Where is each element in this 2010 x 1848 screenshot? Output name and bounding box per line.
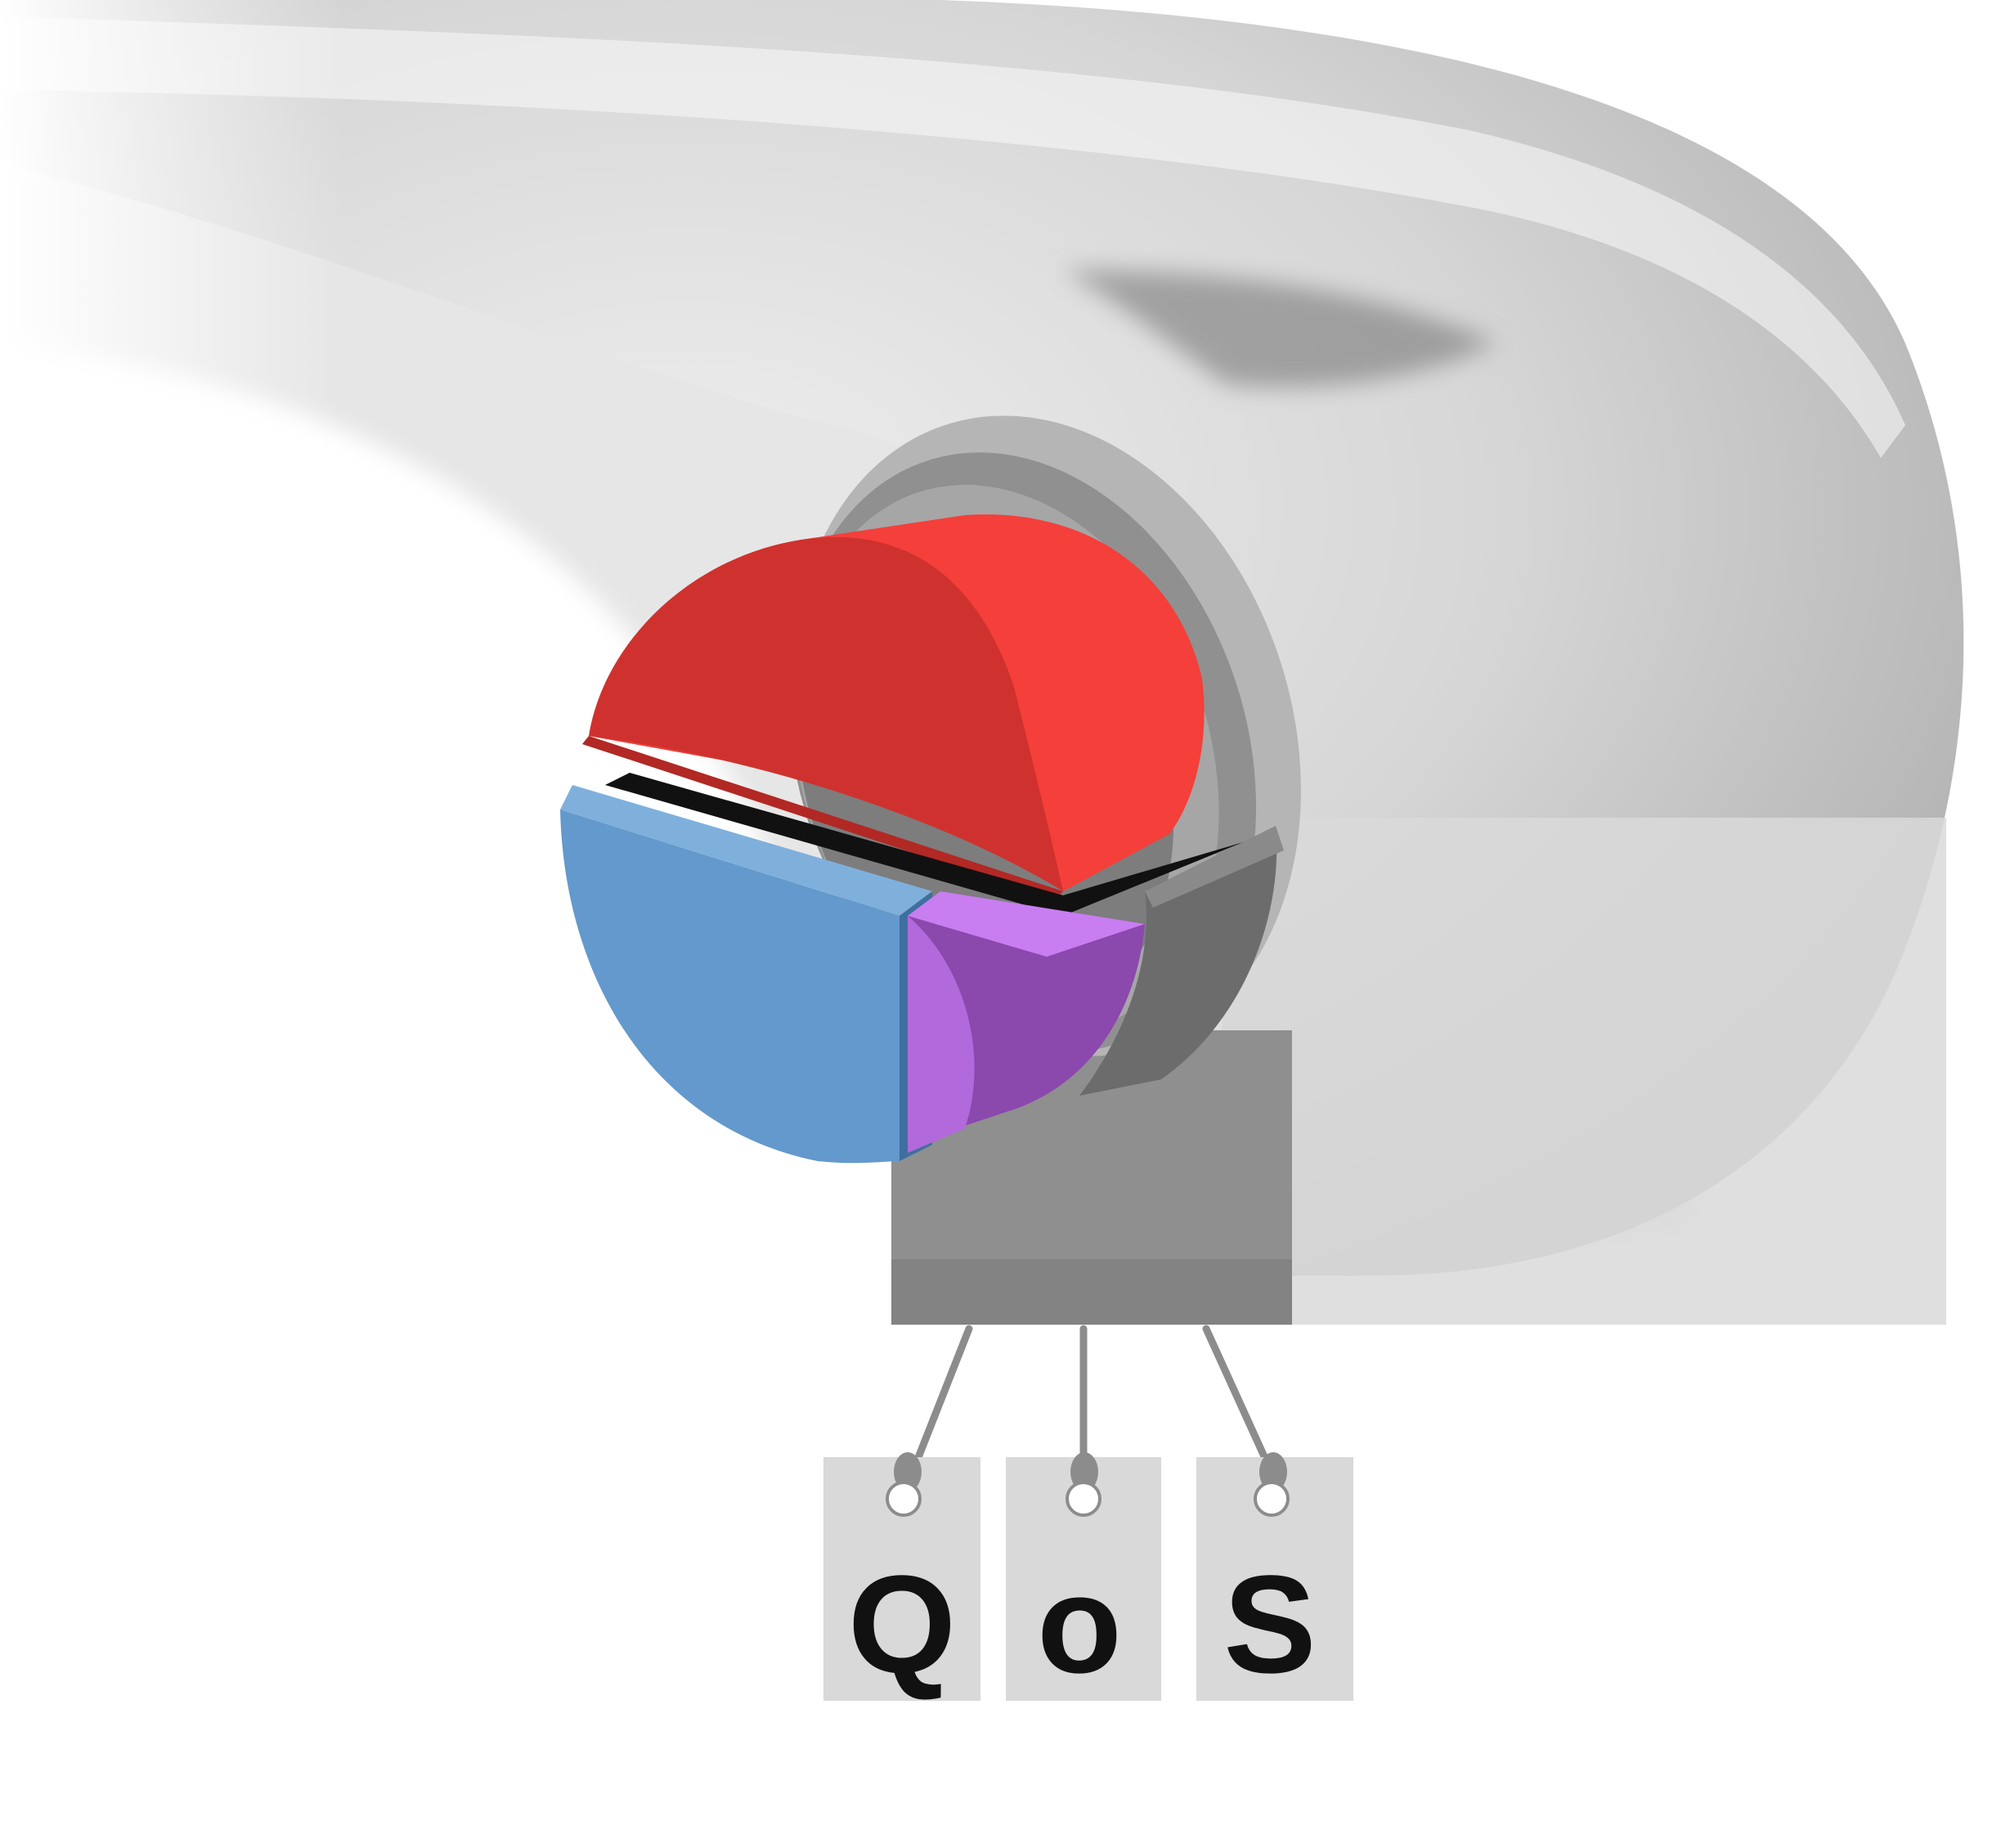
tag-q: Q	[823, 1452, 980, 1702]
tag-s: S	[1196, 1452, 1353, 1702]
tag-letter: Q	[848, 1547, 956, 1702]
tag-string-s	[1206, 1329, 1267, 1464]
tag-letter: S	[1223, 1547, 1316, 1702]
tag-strings	[916, 1329, 1267, 1464]
tag-letter: o	[1037, 1547, 1122, 1702]
tag-string-q	[916, 1329, 969, 1464]
tag-o: o	[1006, 1452, 1161, 1702]
